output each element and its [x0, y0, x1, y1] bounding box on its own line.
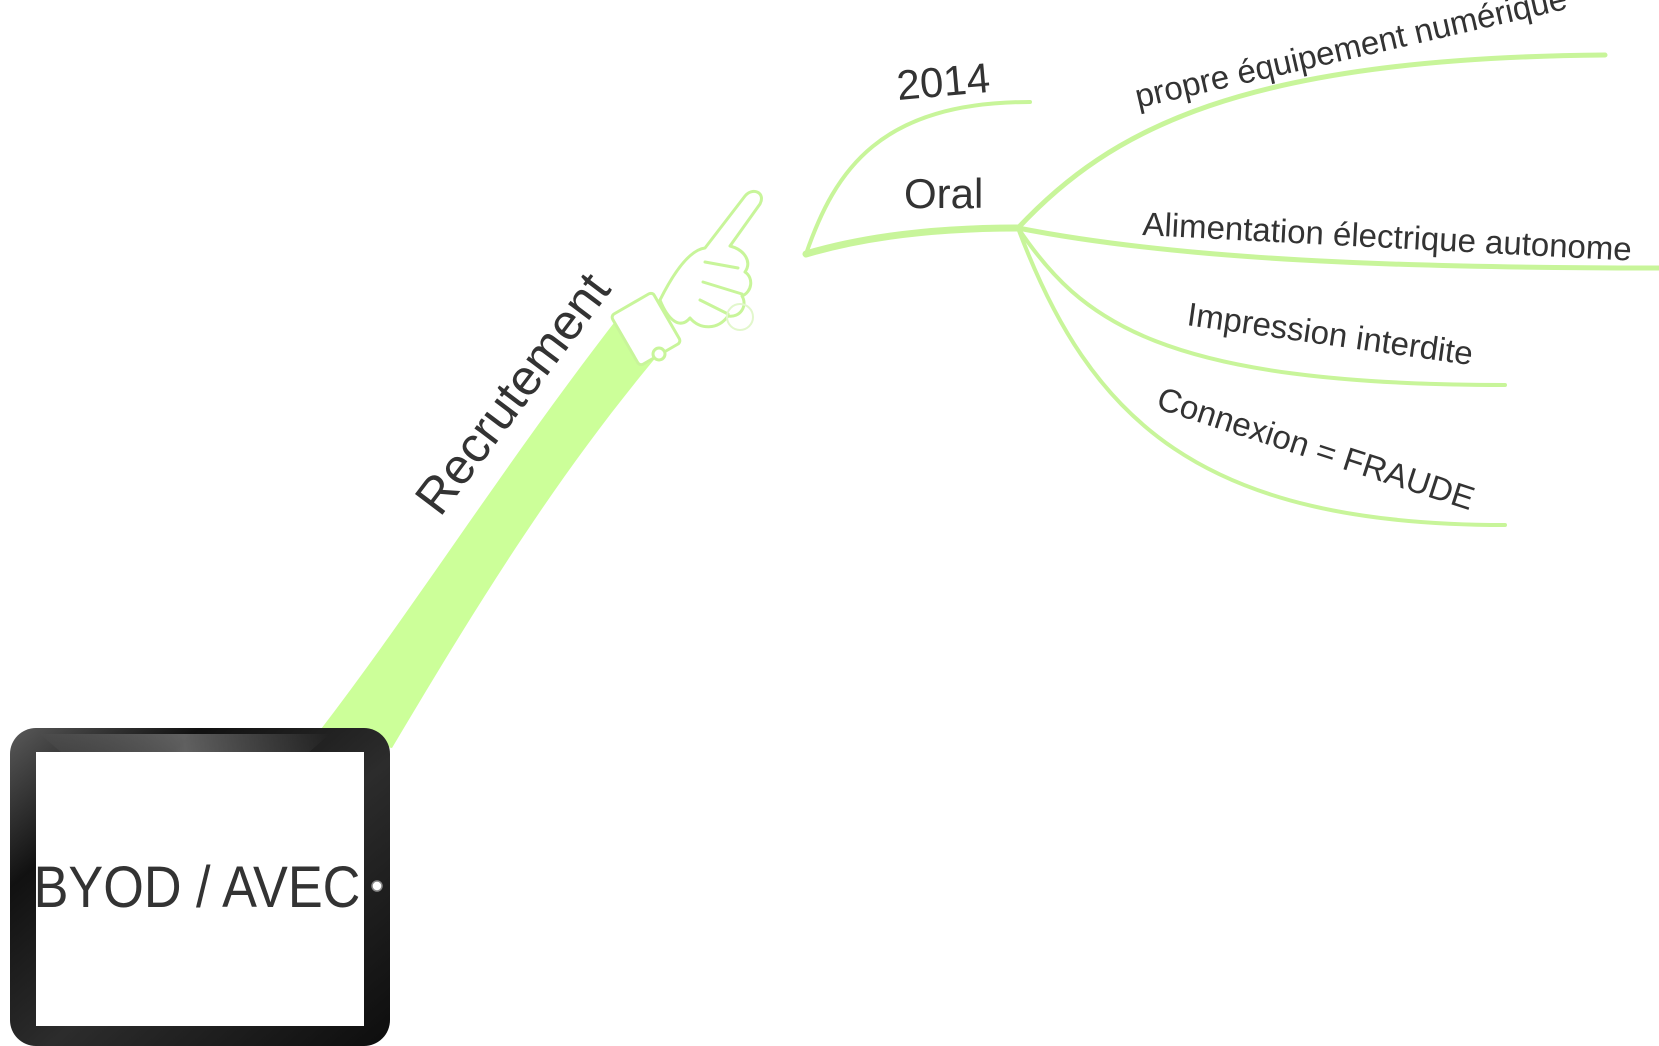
leaf-label-connexion: Connexion = FRAUDE	[1153, 379, 1479, 516]
branch-recrutement-arm	[318, 315, 668, 748]
leaf-label-alimentation: Alimentation électrique autonome	[1142, 205, 1633, 268]
node-label-2014: 2014	[895, 54, 992, 109]
pointing-hand-icon	[610, 189, 763, 367]
line-oral	[802, 224, 1022, 258]
tablet-icon	[10, 728, 390, 1046]
central-node-label: BYOD / AVEC	[34, 854, 361, 919]
line-connexion	[1016, 226, 1507, 527]
line-propre	[1015, 52, 1608, 231]
line-2014	[804, 100, 1032, 256]
node-label-oral: Oral	[904, 170, 983, 217]
line-alimentation	[1015, 225, 1659, 271]
line-impression	[1016, 226, 1507, 387]
